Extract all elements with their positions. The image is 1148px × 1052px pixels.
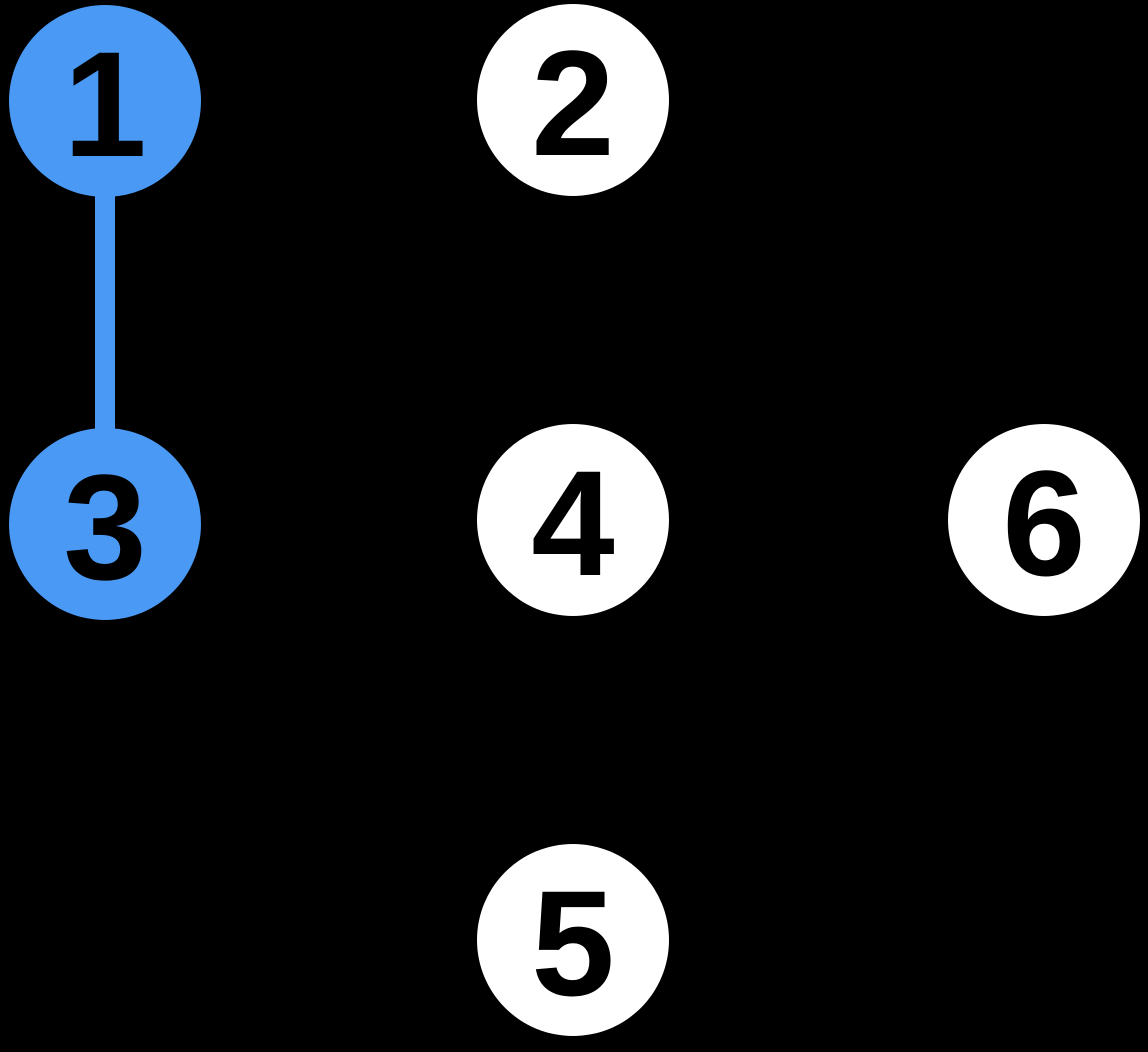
graph-node[interactable]: 2 (477, 4, 669, 196)
node-circle[interactable] (477, 424, 669, 616)
node-circle[interactable] (948, 424, 1140, 616)
graph-node[interactable]: 6 (948, 424, 1140, 616)
graph-node[interactable]: 3 (9, 428, 201, 620)
node-circle[interactable] (9, 428, 201, 620)
node-circle[interactable] (9, 5, 201, 197)
graph-node[interactable]: 4 (477, 424, 669, 616)
graph-node[interactable]: 5 (477, 844, 669, 1036)
node-circle[interactable] (477, 844, 669, 1036)
node-circle[interactable] (477, 4, 669, 196)
node-layer: 1 2 3 4 5 6 (9, 4, 1140, 1036)
graph-node[interactable]: 1 (9, 5, 201, 197)
